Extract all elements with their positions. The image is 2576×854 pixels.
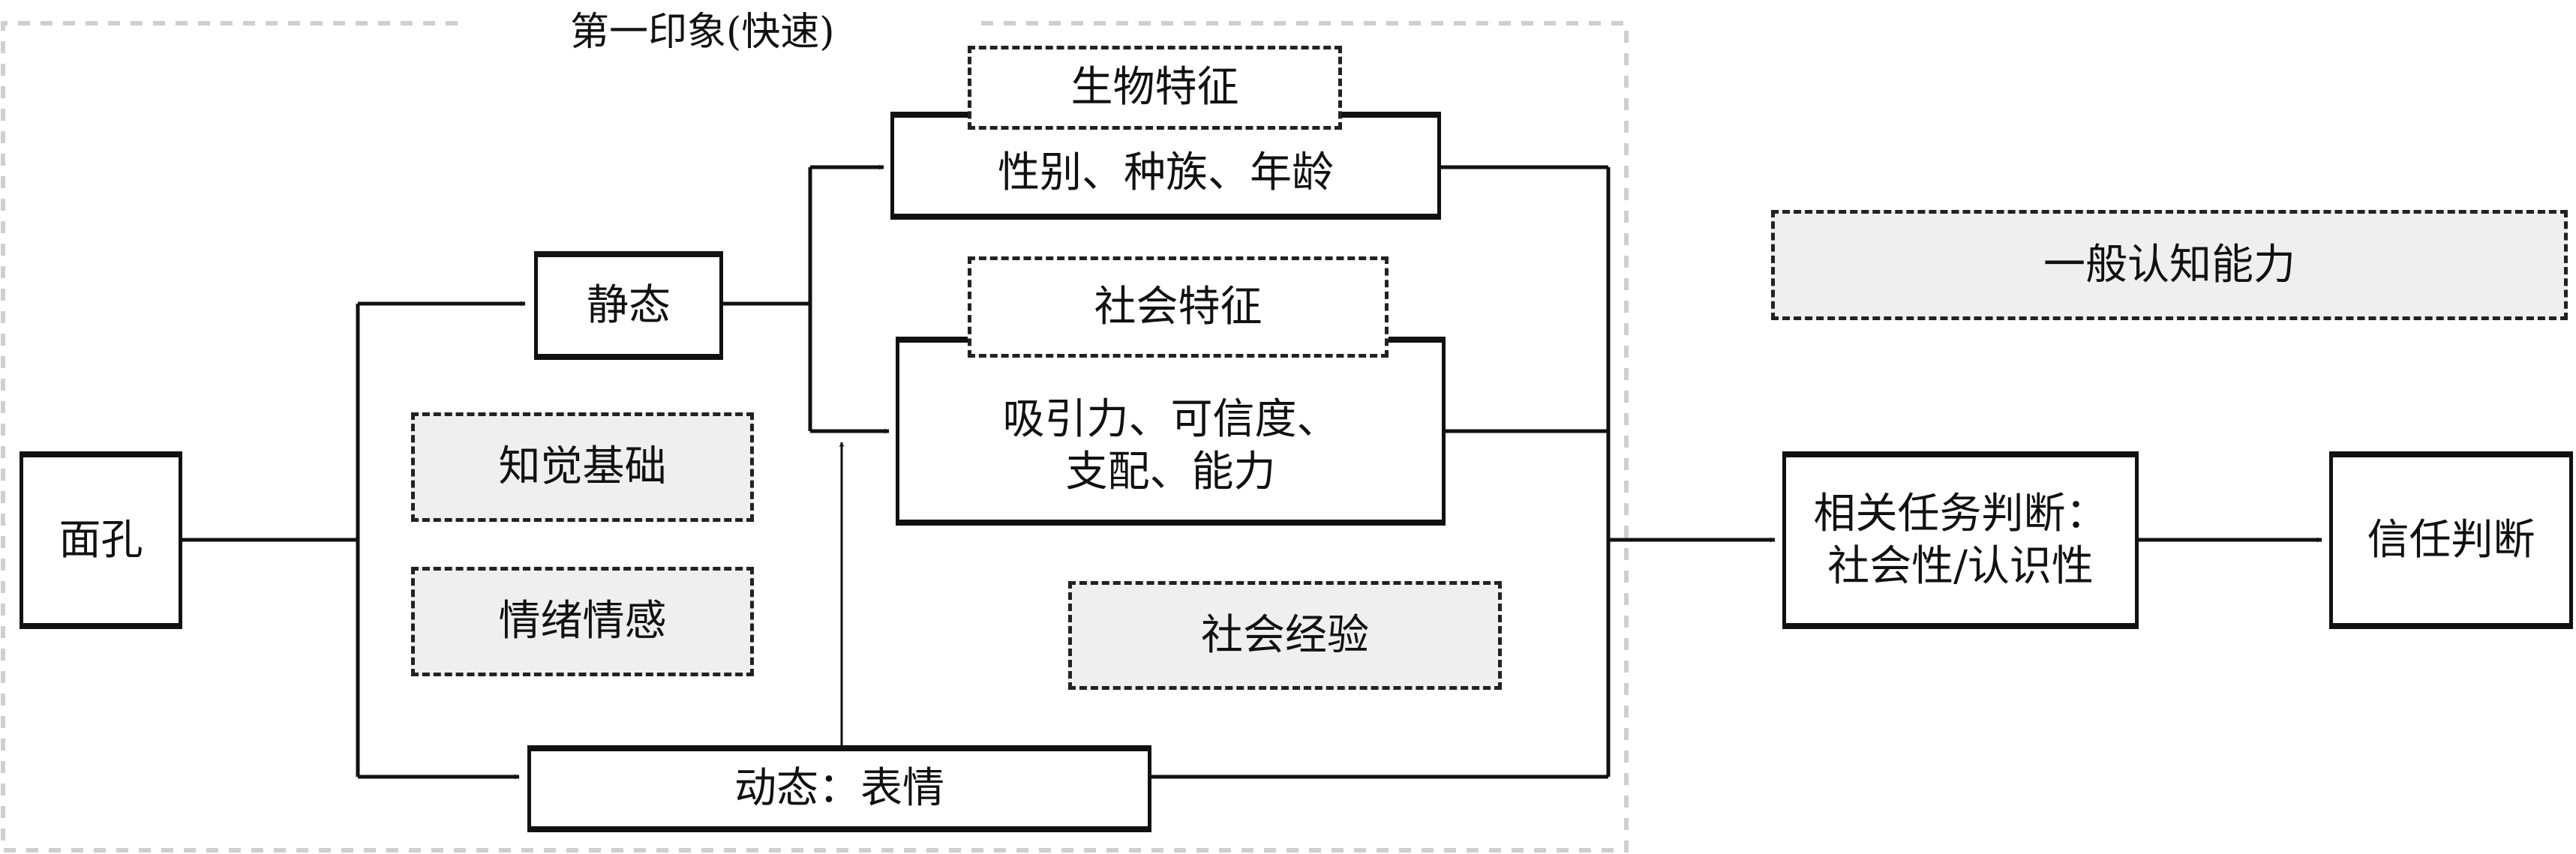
bio-feature-header-label: 生物特征 (1070, 63, 1239, 112)
perception-basis-node[interactable]: 知觉基础 (411, 412, 754, 522)
social-experience-label: 社会经验 (1201, 610, 1369, 660)
task-judgment-node[interactable]: 相关任务判断： 社会性/认识性 (1782, 451, 2139, 629)
social-feature-content-node[interactable]: 吸引力、可信度、 支配、能力 (896, 337, 1446, 526)
social-feature-header-node[interactable]: 社会特征 (968, 256, 1389, 358)
task-judgment-label: 相关任务判断： 社会性/认识性 (1813, 489, 2108, 591)
bio-feature-content-node[interactable]: 性别、种族、年龄 (890, 112, 1441, 220)
general-cognition-node[interactable]: 一般认知能力 (1771, 210, 2568, 320)
static-label: 静态 (587, 280, 671, 330)
first-impression-frame (1, 21, 1629, 853)
dynamic-label: 动态：表情 (734, 764, 944, 813)
trust-judgment-label: 信任判断 (2367, 515, 2535, 565)
static-node[interactable]: 静态 (534, 251, 723, 360)
dynamic-node[interactable]: 动态：表情 (527, 745, 1151, 832)
social-feature-content-label: 吸引力、可信度、 支配、能力 (1002, 395, 1339, 496)
face-label: 面孔 (59, 515, 143, 565)
face-node[interactable]: 面孔 (20, 451, 182, 629)
social-experience-node[interactable]: 社会经验 (1068, 581, 1502, 690)
emotion-affect-node[interactable]: 情绪情感 (411, 567, 754, 676)
bio-feature-header-node[interactable]: 生物特征 (968, 46, 1342, 130)
trust-judgment-node[interactable]: 信任判断 (2329, 451, 2573, 629)
emotion-affect-label: 情绪情感 (498, 597, 667, 646)
social-feature-header-label: 社会特征 (1094, 282, 1262, 331)
first-impression-title: 第一印象(快速) (561, 0, 844, 56)
bio-feature-content-label: 性别、种族、年龄 (998, 148, 1334, 197)
general-cognition-label: 一般认知能力 (2043, 240, 2295, 289)
perception-basis-label: 知觉基础 (498, 442, 667, 491)
